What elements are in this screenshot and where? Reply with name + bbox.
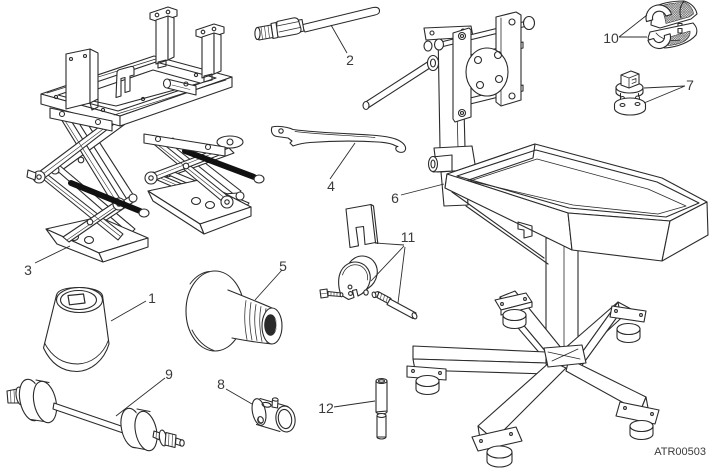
svg-text:12: 12 — [318, 400, 334, 416]
svg-text:4: 4 — [327, 178, 335, 194]
svg-text:5: 5 — [279, 258, 287, 274]
svg-text:2: 2 — [346, 52, 354, 68]
svg-text:1: 1 — [148, 290, 156, 306]
svg-text:9: 9 — [165, 366, 173, 382]
svg-text:7: 7 — [686, 77, 694, 93]
svg-text:ATR00503: ATR00503 — [654, 446, 706, 458]
svg-text:8: 8 — [217, 376, 225, 392]
svg-text:3: 3 — [24, 262, 32, 278]
svg-text:10: 10 — [603, 30, 619, 46]
svg-text:11: 11 — [401, 229, 416, 245]
svg-text:6: 6 — [391, 190, 399, 206]
